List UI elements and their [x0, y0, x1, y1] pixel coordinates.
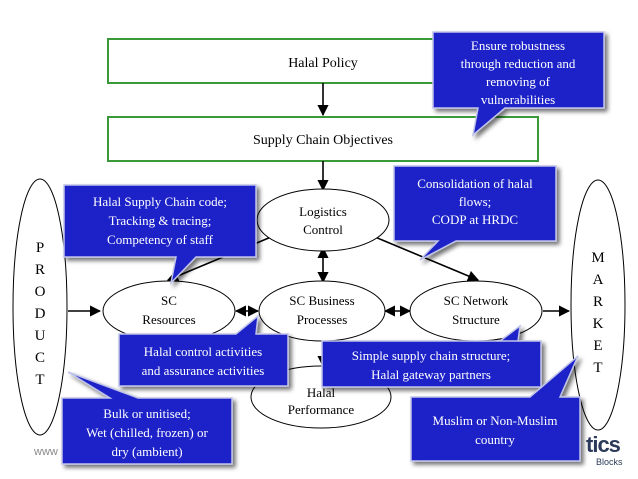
footer-url: www	[34, 446, 58, 458]
callout-muslim	[410, 355, 581, 462]
halal-code-line1: Halal Supply Chain code;	[93, 194, 227, 209]
halal-performance-line2: Performance	[288, 402, 355, 417]
logo-text: tics	[586, 432, 621, 457]
logistics-control-line2: Control	[303, 222, 343, 237]
simple-structure-line2: Halal gateway partners	[371, 367, 491, 382]
muslim-line1: Muslim or Non-Muslim	[433, 413, 558, 428]
sc-network-structure-node	[409, 280, 543, 342]
consolidation-line2: flows;	[459, 194, 492, 209]
sc-objectives-label: Supply Chain Objectives	[253, 133, 393, 148]
simple-structure-line1: Simple supply chain structure;	[352, 348, 511, 363]
market-letter: K	[593, 316, 604, 332]
market-label: M A R K E T	[591, 250, 604, 376]
sc-business-processes-line1: SC Business	[289, 293, 354, 308]
product-letter: T	[35, 372, 44, 388]
callout-halal-code	[63, 184, 257, 286]
product-label: P R O D U C T	[35, 240, 46, 388]
halal-performance-line1: Halal	[307, 385, 336, 400]
product-ellipse	[12, 178, 68, 436]
halal-policy-label: Halal Policy	[288, 56, 358, 71]
logistics-blocks-logo: tics Blocks	[586, 430, 632, 470]
sc-network-structure-line2: Structure	[452, 312, 500, 327]
product-letter: U	[35, 328, 46, 344]
consolidation-line3: CODP at HRDC	[432, 212, 518, 227]
robustness-line2: through reduction and	[461, 56, 576, 71]
market-letter: R	[593, 294, 603, 310]
sc-network-structure-line1: SC Network	[444, 293, 509, 308]
callouts	[61, 31, 605, 465]
bulk-line2: Wet (chilled, frozen) or	[86, 425, 208, 440]
sc-resources-line2: Resources	[142, 312, 195, 327]
logo-sub: Blocks	[596, 457, 623, 467]
halal-code-line3: Competency of staff	[107, 232, 214, 247]
product-letter: R	[35, 262, 45, 278]
robustness-line3: removing of	[486, 74, 551, 89]
sc-business-processes-node	[258, 280, 386, 342]
sc-business-processes-line2: Processes	[297, 312, 348, 327]
callout-consolidation	[393, 165, 557, 261]
control-activities-line1: Halal control activities	[144, 344, 262, 359]
market-letter: T	[593, 360, 602, 376]
callout-control-activities	[118, 314, 289, 387]
logistics-control-node	[256, 188, 390, 252]
bulk-line1: Bulk or unitised;	[103, 406, 190, 421]
sc-resources-line1: SC	[161, 293, 177, 308]
product-letter: P	[36, 240, 44, 256]
callout-bulk	[61, 371, 233, 465]
arrow-logistics-network	[362, 231, 480, 282]
market-letter: E	[593, 338, 602, 354]
consolidation-line1: Consolidation of halal	[417, 176, 533, 191]
product-letter: C	[35, 350, 45, 366]
callout-robustness	[432, 31, 605, 137]
market-letter: M	[591, 250, 604, 266]
product-letter: D	[35, 306, 46, 322]
market-letter: A	[593, 272, 604, 288]
product-letter: O	[35, 284, 46, 300]
logistics-control-line1: Logistics	[299, 204, 347, 219]
sc-resources-node	[102, 280, 236, 342]
market-ellipse	[570, 179, 626, 431]
bulk-line3: dry (ambient)	[111, 444, 182, 459]
halal-code-line2: Tracking & tracing;	[109, 213, 212, 228]
callout-simple-structure	[321, 324, 542, 388]
robustness-line1: Ensure robustness	[471, 38, 565, 53]
muslim-line2: country	[475, 432, 515, 447]
control-activities-line2: and assurance activities	[142, 363, 265, 378]
sc-objectives-box	[107, 116, 539, 162]
robustness-line4: vulnerabilities	[481, 92, 555, 107]
